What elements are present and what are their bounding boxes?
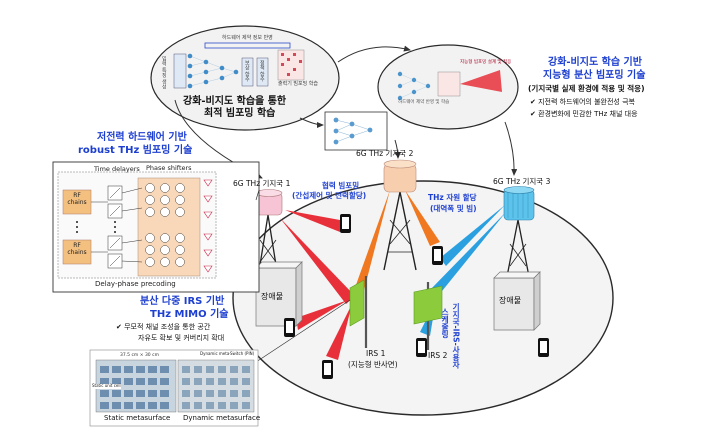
bs3-tower (503, 186, 535, 293)
beam-bs2-irs1 (352, 190, 390, 298)
dynamic-metasurface-label: Dynamic metasurface (183, 414, 261, 422)
lowpower-title-line1: 저전력 하드웨어 기반 (97, 132, 187, 143)
mini-nn (335, 119, 371, 143)
check-icon: ✔ (530, 110, 536, 118)
beam-bs2-phone (405, 190, 440, 246)
coop-beamforming-line2: (간섭제어 및 전력할당) (292, 191, 367, 200)
arrow-to-bs3 (504, 121, 518, 176)
obstacle1-building (255, 261, 303, 327)
learning-caption-line1: 강화-비지도 학습을 통한 (183, 96, 287, 107)
irs-title-line1: 분산 다중 IRS 기반 (140, 296, 225, 307)
distributed-subtitle: (기지국별 실제 환경에 적용 및 적응) (528, 84, 645, 93)
irs1-label-line1: IRS 1 (366, 349, 386, 358)
static-cells (100, 366, 169, 409)
tr-inner-label2: 지능형 빔포밍 설계 및 적응 (460, 60, 512, 65)
hw-constraint-label: 하드웨어 제약 정보 반영 (222, 35, 273, 41)
output-label: 출력기 빔포밍 학습 (278, 81, 318, 87)
rf-chains-label-2: RF chains (67, 242, 87, 256)
distributed-bullet1: ✔ 지전력 하드웨어의 불완전성 극복 (530, 98, 635, 106)
beam-irs1-down (326, 304, 352, 360)
beam-bs1-phone (285, 210, 340, 232)
beam-bs3-phone (440, 205, 505, 266)
rf-chain-2 (62, 239, 92, 265)
beam-irs1-left (296, 300, 348, 330)
obstacle2-building (493, 271, 541, 331)
tr-inner-label1: 하드웨어 제약 반영 및 학습 (398, 100, 450, 105)
distributed-title-line2: 지능형 분산 빔포밍 기술 (543, 70, 646, 81)
policy-block (256, 57, 269, 87)
irs1-label-line2: (지능형 반사면) (348, 360, 398, 369)
policy-label: 정책 함수 (258, 60, 265, 82)
irs-desc-line2: 자유도 확보 및 커버리지 확대 (138, 334, 225, 342)
tr-grid (437, 71, 461, 97)
beam-bs1-irs1 (280, 218, 355, 304)
arrow-cloud-to-mini (299, 117, 324, 128)
bs2-tower (383, 159, 417, 271)
irs1-panel (349, 276, 368, 348)
callout-bs1 (255, 189, 260, 201)
hw-constraint-bar (204, 42, 291, 49)
rf-chains-label-1: RF chains (67, 192, 87, 206)
reward-label: 보상 함수 (243, 60, 250, 82)
learning-caption-line2: 최적 빔포밍 학습 (204, 108, 276, 119)
reward-block (241, 57, 254, 87)
thz-alloc-line2: (대역폭 및 빔) (430, 204, 477, 213)
phase-shifters-label: Phase shifters (146, 164, 192, 172)
scheduling-line1: 기지국-IRS-사용자 (451, 303, 461, 369)
check-icon: ✔ (530, 98, 536, 106)
coop-beamforming-line1: 협력 빔포밍 (322, 181, 360, 190)
irs2-panel (413, 282, 443, 350)
output-beam-grid (277, 49, 305, 81)
callout-irs1 (249, 299, 351, 367)
lowpower-title-line2: robust THz 빔포밍 기술 (78, 145, 193, 156)
bs1-label: 6G THz 기지국 1 (233, 179, 291, 188)
switch-label: Switch (PIN) (230, 351, 255, 357)
obstacle2-label: 장애물 (499, 296, 522, 305)
static-metasurface-label: Static metasurface (104, 414, 171, 422)
static-unit-label: Static unit cell (92, 383, 121, 389)
tr-beam (460, 70, 502, 92)
input-feature-label: 입력 특징 생성 (160, 56, 167, 90)
bs2-label: 6G THz 기지국 2 (356, 149, 414, 158)
arrow-to-bs2 (394, 139, 401, 159)
dynamic-cell-label: Dynamic meta-atom (200, 351, 242, 357)
input-feature-block (173, 53, 187, 89)
beam-bs3-irs2 (430, 212, 506, 296)
distributed-title-line1: 강화-비지도 학습 기반 (548, 57, 642, 68)
delay-phase-caption: Delay-phase precoding (95, 280, 176, 288)
irs-dim-label: 37.5 cm × 30 cm (120, 353, 159, 358)
obstacle1-label: 장애물 (261, 292, 284, 301)
scheduling-line2: 스케줄링 (440, 308, 450, 338)
phase-shifter-circles (145, 183, 185, 267)
thz-alloc-line1: THz 자원 할당 (428, 193, 477, 202)
irs-desc-line1: ✔ 무모적 채널 조성을 통한 공간 (116, 323, 211, 331)
bs3-label: 6G THz 기지국 3 (493, 177, 551, 186)
dynamic-cells (182, 366, 250, 409)
dynamic-metasurface-board (177, 359, 255, 413)
distributed-bullet2: ✔ 환경변화에 민감한 THz 채널 대응 (530, 110, 638, 118)
rf-chain-1 (62, 189, 92, 215)
arrow-to-right-cloud (337, 45, 411, 63)
irs-title-line2: THz MIMO 기술 (150, 309, 229, 320)
time-delayers-label: Time delayers (94, 165, 140, 173)
irs2-label: IRS 2 (428, 351, 448, 360)
check-icon: ✔ (116, 323, 122, 331)
